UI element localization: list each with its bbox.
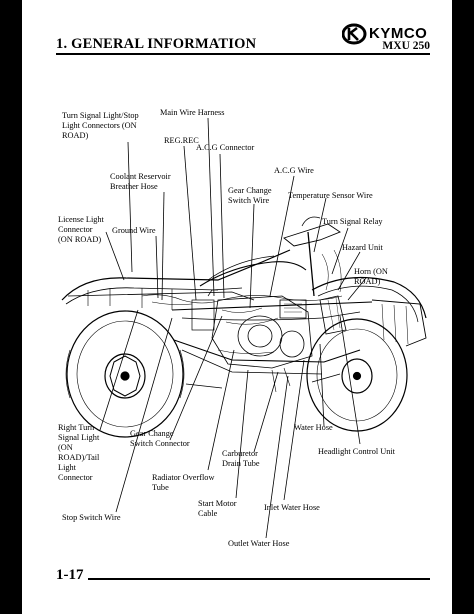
manual-page: KYMCO 1. GENERAL INFORMATION MXU 250 — [22, 0, 452, 614]
label-inlet-water-hose: Inlet Water Hose — [264, 503, 320, 512]
model-name: MXU 250 — [382, 40, 430, 52]
label-carburetor-drain: Carburetor Drain Tube — [222, 449, 260, 468]
page-number: 1-17 — [56, 567, 84, 583]
label-coolant-reservoir: Coolant Reservoir Breather Hose — [110, 172, 173, 191]
label-right-turn-signal: Right Turn Signal Light (ON ROAD)/Tail L… — [58, 423, 101, 482]
kymco-emblem-icon — [341, 23, 367, 45]
header-rule — [56, 53, 430, 55]
label-radiator-overflow: Radiator Overflow Tube — [152, 473, 217, 492]
wiring-routing-diagram: Turn Signal Light/Stop Light Connectors … — [58, 108, 427, 548]
label-outlet-water-hose: Outlet Water Hose — [228, 539, 290, 548]
label-main-wire-harness: Main Wire Harness — [160, 108, 225, 117]
label-temp-sensor-wire: Temperature Sensor Wire — [288, 191, 373, 200]
label-water-hose: Water Hose — [294, 423, 333, 432]
label-gear-change-connector: Gear Change Switch Connector — [130, 429, 190, 448]
callout-labels: Turn Signal Light/Stop Light Connectors … — [58, 108, 396, 548]
footer-rule — [88, 578, 430, 580]
label-start-motor-cable: Start Motor Cable — [198, 499, 239, 518]
label-gear-change-wire: Gear Change Switch Wire — [228, 186, 274, 205]
rear-wheel — [65, 310, 185, 438]
label-horn: Horn (ON ROAD) — [354, 267, 390, 286]
label-license-light: License Light Connector (ON ROAD) — [58, 215, 106, 244]
label-turn-signal-stop: Turn Signal Light/Stop Light Connectors … — [62, 111, 141, 140]
label-reg-rec: REG.REC — [164, 136, 199, 145]
label-acg-wire: A.C.G Wire — [274, 166, 314, 175]
brand-name: KYMCO — [369, 25, 428, 42]
label-hazard-unit: Hazard Unit — [342, 243, 383, 252]
label-ground-wire: Ground Wire — [112, 226, 156, 235]
section-title: 1. GENERAL INFORMATION — [56, 36, 257, 52]
label-headlight-control: Headlight Control Unit — [318, 447, 396, 456]
label-stop-switch-wire: Stop Switch Wire — [62, 513, 121, 522]
kymco-logo: KYMCO — [341, 22, 452, 46]
atv-drawing — [61, 216, 427, 438]
label-acg-connector: A.C.G Connector — [196, 143, 255, 152]
leader-lines — [99, 117, 367, 539]
front-wheel — [306, 318, 408, 432]
label-turn-signal-relay: Turn Signal Relay — [322, 217, 383, 226]
